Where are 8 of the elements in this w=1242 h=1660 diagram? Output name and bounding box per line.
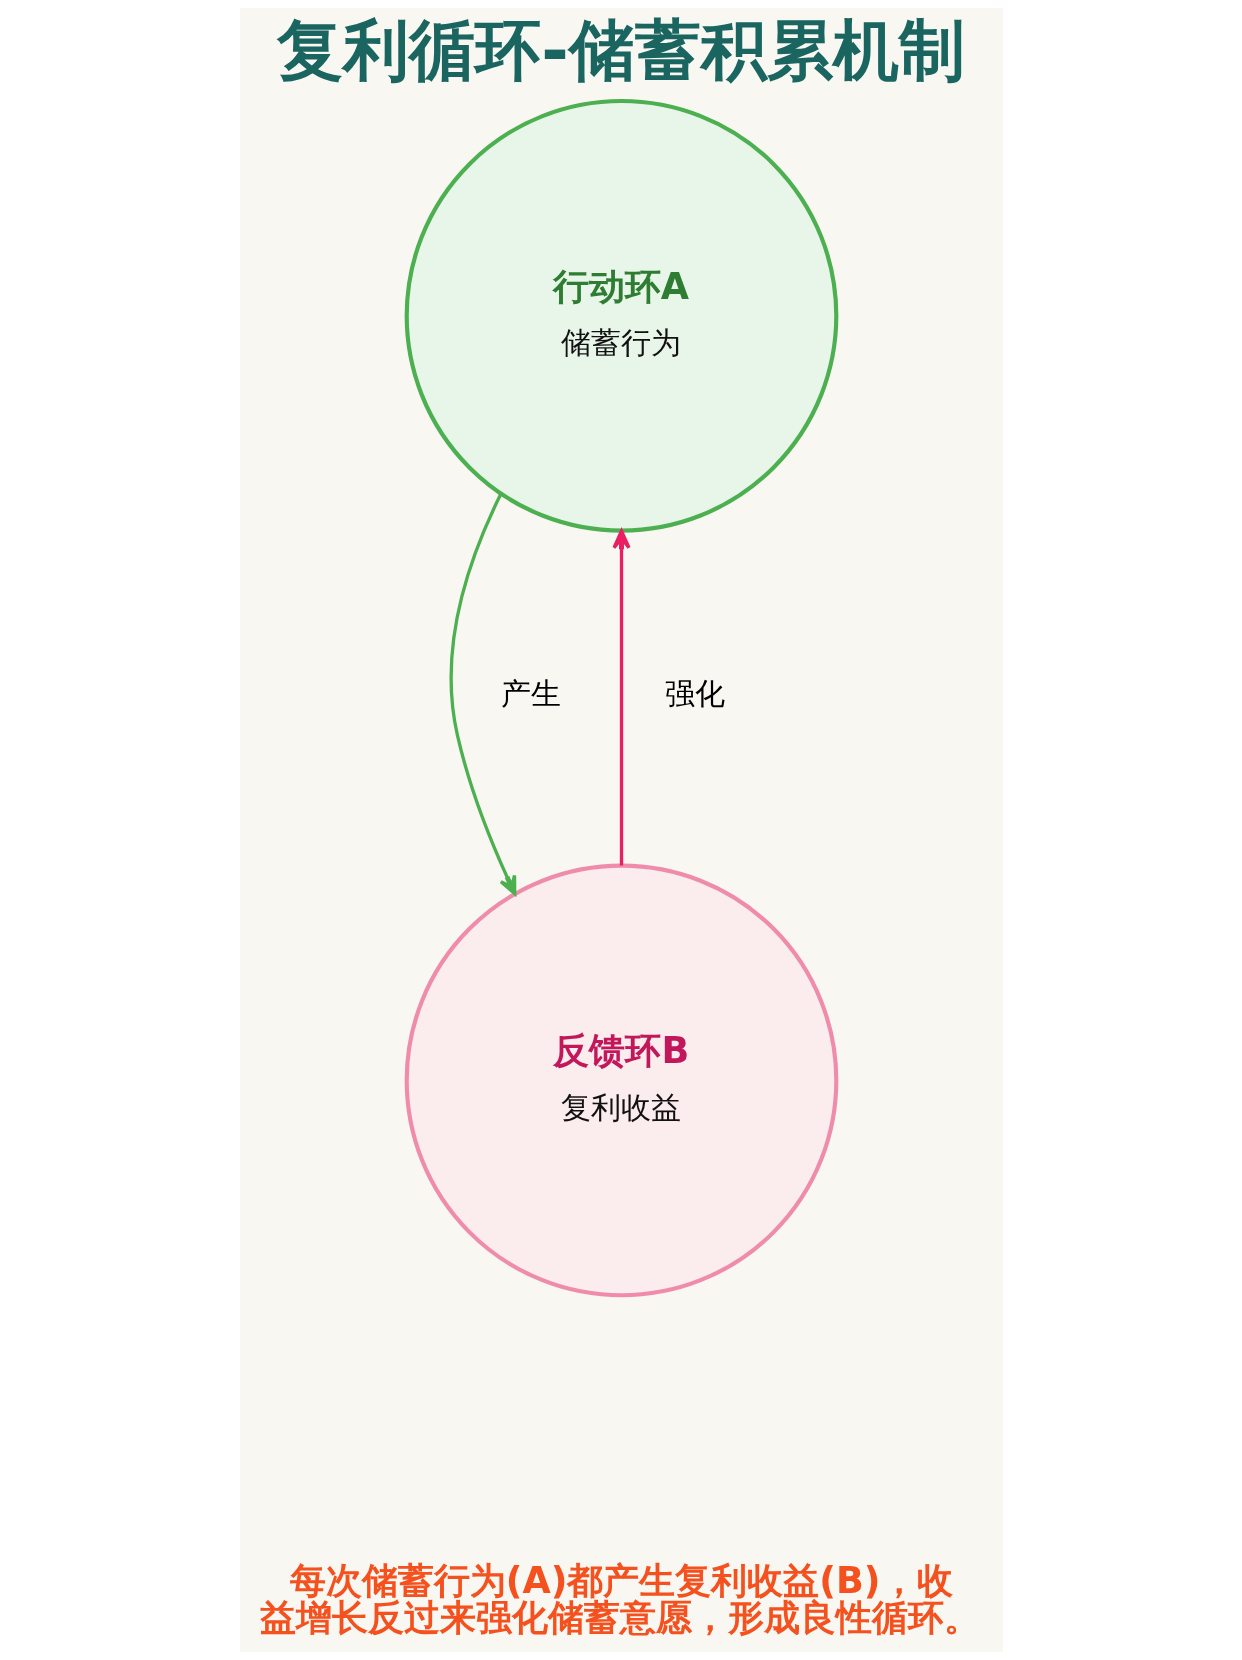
edge-label: 强化 [664, 675, 725, 711]
arrow [611, 529, 631, 866]
arrow [449, 493, 516, 896]
node-circle: 反馈环B 复利收益 [404, 863, 838, 1298]
edge-label: 产生 [500, 675, 561, 711]
caption: 每次储蓄行为(A)都产生复利收益(B)，收益增长反过来强化储蓄意愿，形成良性循环。 [259, 1559, 980, 1639]
diagram-title: 复利循环-储蓄积累机制 [276, 10, 965, 89]
node-circle: 行动环A 储蓄行为 [404, 98, 838, 533]
